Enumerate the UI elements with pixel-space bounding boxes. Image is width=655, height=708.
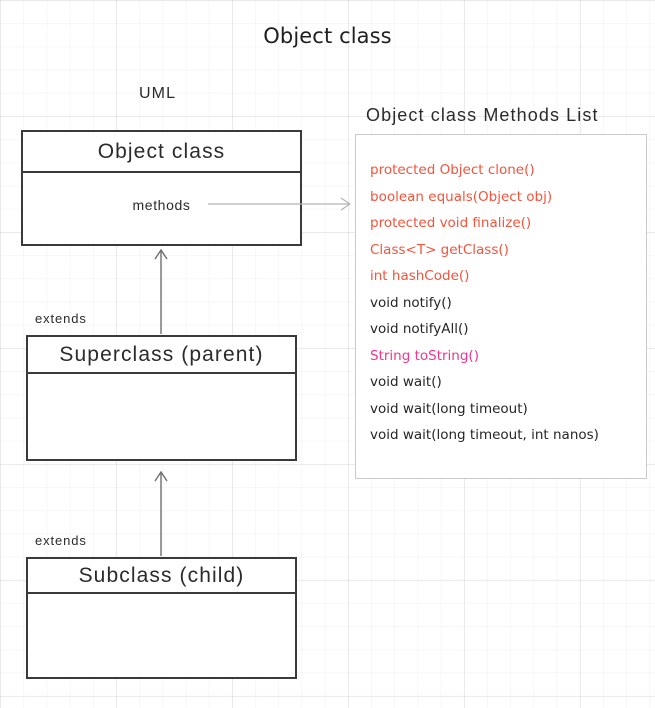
method-item: protected Object clone() [370, 162, 535, 178]
uml-class-name-superclass: Superclass (parent) [28, 337, 295, 374]
methods-list-panel: protected Object clone() boolean equals(… [355, 134, 647, 479]
uml-class-members-subclass [28, 594, 295, 677]
method-item: void wait(long timeout, int nanos) [370, 427, 599, 443]
method-item: void notifyAll() [370, 321, 469, 337]
methods-list-title: Object class Methods List [366, 105, 599, 125]
method-item: void notify() [370, 294, 452, 311]
page-title: Object class [263, 24, 392, 48]
method-item: protected void finalize() [370, 215, 532, 231]
method-item: int hashCode() [370, 268, 470, 284]
uml-class-name-subclass: Subclass (child) [28, 559, 295, 594]
method-item: String toString() [370, 347, 479, 364]
uml-class-box-subclass[interactable]: Subclass (child) [26, 557, 297, 679]
relation-label-subclass-extends-superclass: extends [35, 533, 87, 548]
method-item: boolean equals(Object obj) [370, 188, 553, 205]
uml-class-box-superclass[interactable]: Superclass (parent) [26, 335, 297, 461]
inheritance-arrow-superclass-to-object [154, 248, 168, 334]
inheritance-arrow-subclass-to-superclass [154, 470, 168, 556]
uml-class-name-object-class: Object class [23, 132, 300, 173]
uml-class-members-object-class: methods [132, 197, 191, 213]
relation-label-superclass-extends-object: extends [35, 311, 87, 326]
uml-class-members-superclass [28, 374, 295, 459]
uml-class-box-object-class[interactable]: Object class methods [21, 130, 302, 246]
method-item: void wait() [370, 374, 442, 390]
uml-section-label: UML [139, 85, 177, 102]
method-item: void wait(long timeout) [370, 400, 528, 417]
method-item: Class<T> getClass() [370, 241, 509, 258]
